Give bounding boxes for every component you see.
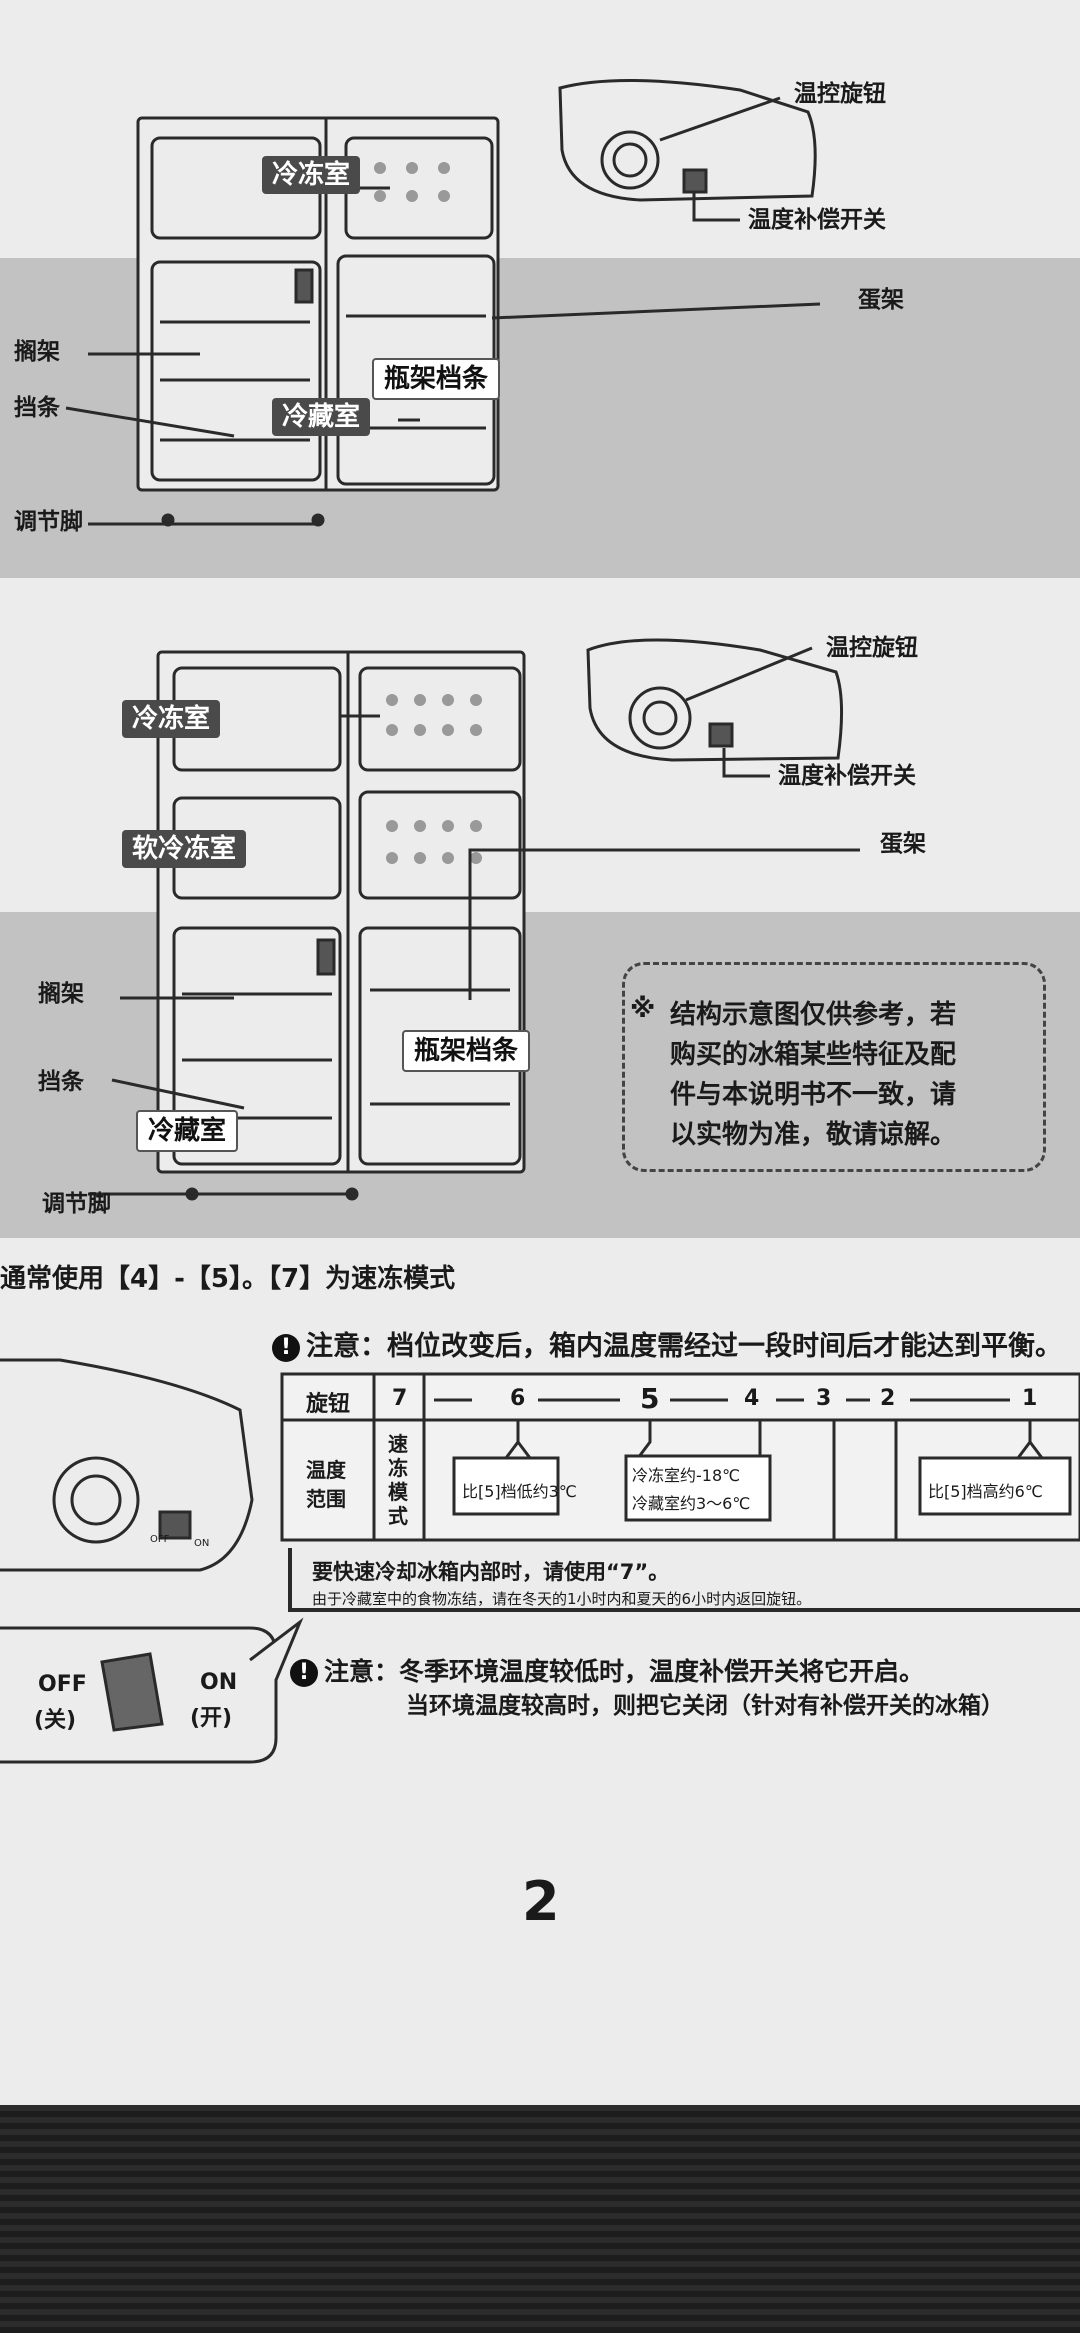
d2-knob-label: 温控旋钮 xyxy=(826,635,918,661)
d1-foot-label: 调节脚 xyxy=(14,509,83,535)
reference-note-box xyxy=(622,962,1046,1172)
table-knob-header: 旋钮 xyxy=(306,1392,351,1417)
switch-off-cn: (关) xyxy=(34,1708,77,1733)
d2-shelf-label: 搁架 xyxy=(38,981,84,1007)
warning-1: !注意：档位改变后，箱内温度需经过一段时间后才能达到平衡。 xyxy=(272,1324,1062,1363)
d2-comp-switch-label: 温度补偿开关 xyxy=(778,763,916,789)
note-mark: ※ xyxy=(630,994,656,1024)
knob-position-6: 6 xyxy=(510,1386,526,1411)
d2-foot-label: 调节脚 xyxy=(42,1191,111,1217)
d1-comp-switch-label: 温度补偿开关 xyxy=(748,207,886,233)
note-line-1: 结构示意图仅供参考，若 xyxy=(670,1000,957,1030)
d2-freezer-label: 冷冻室 xyxy=(122,700,221,738)
page-number: 2 xyxy=(522,1870,560,1933)
panel-off-label: OFF xyxy=(150,1534,170,1545)
d1-fridge-label: 冷藏室 xyxy=(272,398,371,436)
d2-rail-label: 挡条 xyxy=(38,1069,84,1095)
table-temp-header: 温度范围 xyxy=(306,1458,346,1511)
warning-icon: ! xyxy=(272,1333,300,1362)
switch-on-label: ON xyxy=(200,1670,238,1695)
d1-egg-label: 蛋架 xyxy=(858,287,904,313)
d2-fridge-label: 冷藏室 xyxy=(136,1110,239,1152)
section-title: 通常使用【4】-【5】。【7】为速冻模式 xyxy=(0,1264,456,1294)
knob-position-4: 4 xyxy=(744,1386,760,1411)
note-line-2: 购买的冰箱某些特征及配 xyxy=(670,1040,957,1070)
quick-note-sub: 由于冷藏室中的食物冻结，请在冬天的1小时内和夏天的6小时内返回旋钮。 xyxy=(312,1590,812,1608)
box-low-text: 比[5]档低约3℃ xyxy=(462,1482,577,1501)
switch-on-cn: (开) xyxy=(190,1706,233,1731)
box-mid-text-1: 冷冻室约-18℃ xyxy=(632,1466,741,1485)
warning-1-text: 注意：档位改变后，箱内温度需经过一段时间后才能达到平衡。 xyxy=(306,1331,1062,1362)
box-mid-text-2: 冷藏室约3～6℃ xyxy=(632,1494,751,1513)
knob-position-1: 1 xyxy=(1022,1386,1038,1411)
note-line-3: 件与本说明书不一致，请 xyxy=(670,1080,957,1110)
warning-2-line-2: 当环境温度较高时，则把它关闭（针对有补偿开关的冰箱） xyxy=(406,1693,1004,1719)
d1-freezer-label: 冷冻室 xyxy=(262,156,361,194)
quick-freeze-label: 速冻模式 xyxy=(388,1432,408,1528)
knob-position-7: 7 xyxy=(392,1386,408,1411)
knob-position-3: 3 xyxy=(816,1386,832,1411)
knob-position-5: 5 xyxy=(640,1382,660,1415)
warning-2-text-1: 注意：冬季环境温度较低时，温度补偿开关将它开启。 xyxy=(324,1657,925,1686)
quick-note-main: 要快速冷却冰箱内部时，请使用“7”。 xyxy=(312,1560,670,1584)
d1-bottle-rail-label: 瓶架档条 xyxy=(372,358,501,400)
d1-shelf-label: 搁架 xyxy=(14,339,60,365)
warning-icon: ! xyxy=(290,1659,318,1687)
box-high-text: 比[5]档高约6℃ xyxy=(928,1482,1043,1501)
d1-rail-label: 挡条 xyxy=(14,395,60,421)
d2-bottle-rail-label: 瓶架档条 xyxy=(402,1030,531,1072)
note-line-4: 以实物为准，敬请谅解。 xyxy=(670,1120,957,1150)
panel-on-label: ON xyxy=(194,1538,210,1549)
switch-off-label: OFF xyxy=(38,1672,87,1697)
knob-position-2: 2 xyxy=(880,1386,896,1411)
warning-2-line-1: !注意：冬季环境温度较低时，温度补偿开关将它开启。 xyxy=(290,1652,924,1688)
d2-soft-freezer-label: 软冷冻室 xyxy=(122,830,247,868)
table-surface xyxy=(0,2105,1080,2333)
d2-egg-label: 蛋架 xyxy=(880,831,926,857)
d1-knob-label: 温控旋钮 xyxy=(794,81,886,107)
